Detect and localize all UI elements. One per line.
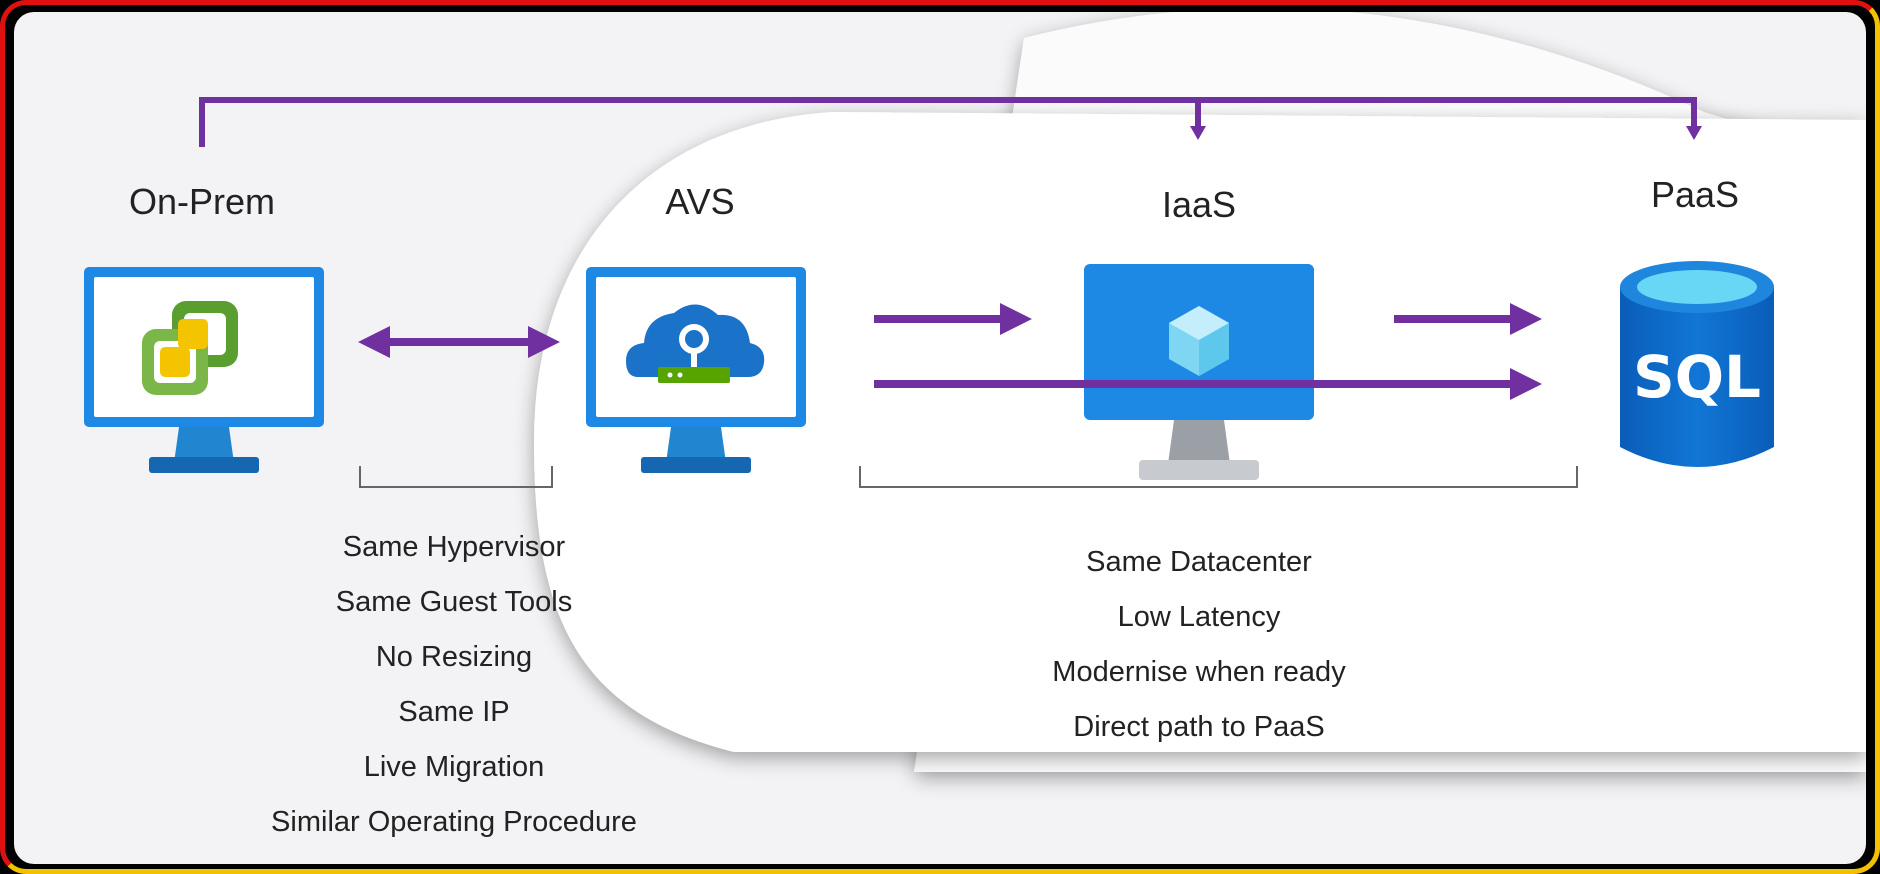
stage-label-onprem: On-Prem xyxy=(128,181,276,222)
diagram-card: On-Prem AVS IaaS PaaS xyxy=(14,12,1866,864)
benefit-item: Live Migration xyxy=(363,751,545,783)
benefit-item: Similar Operating Procedure xyxy=(271,806,637,838)
benefit-item: Same Hypervisor xyxy=(342,531,566,563)
top-connector xyxy=(199,97,1702,147)
benefit-item: Same Guest Tools xyxy=(335,586,573,618)
onprem-to-avs-benefits: Same Hypervisor Same Guest Tools No Resi… xyxy=(271,520,637,850)
sql-icon-text: SQL xyxy=(1633,343,1761,411)
flow-arrows xyxy=(358,303,1578,488)
benefit-item: Same Datacenter xyxy=(1086,546,1312,578)
avs-to-paas-benefits: Same Datacenter Low Latency Modernise wh… xyxy=(1052,535,1345,755)
benefit-item: Modernise when ready xyxy=(1052,656,1346,688)
benefit-item: Low Latency xyxy=(1117,601,1281,633)
stage-label-iaas: IaaS xyxy=(1161,184,1237,225)
benefit-item: Direct path to PaaS xyxy=(1073,711,1325,743)
sql-database-icon: SQL xyxy=(1620,261,1774,467)
benefit-item: No Resizing xyxy=(375,641,533,673)
benefit-item: Same IP xyxy=(398,696,510,728)
avs-cloud-monitor-icon xyxy=(586,267,806,473)
stage-label-paas: PaaS xyxy=(1650,174,1740,215)
stage-label-avs: AVS xyxy=(665,181,735,222)
vsphere-monitor-icon xyxy=(84,267,324,473)
